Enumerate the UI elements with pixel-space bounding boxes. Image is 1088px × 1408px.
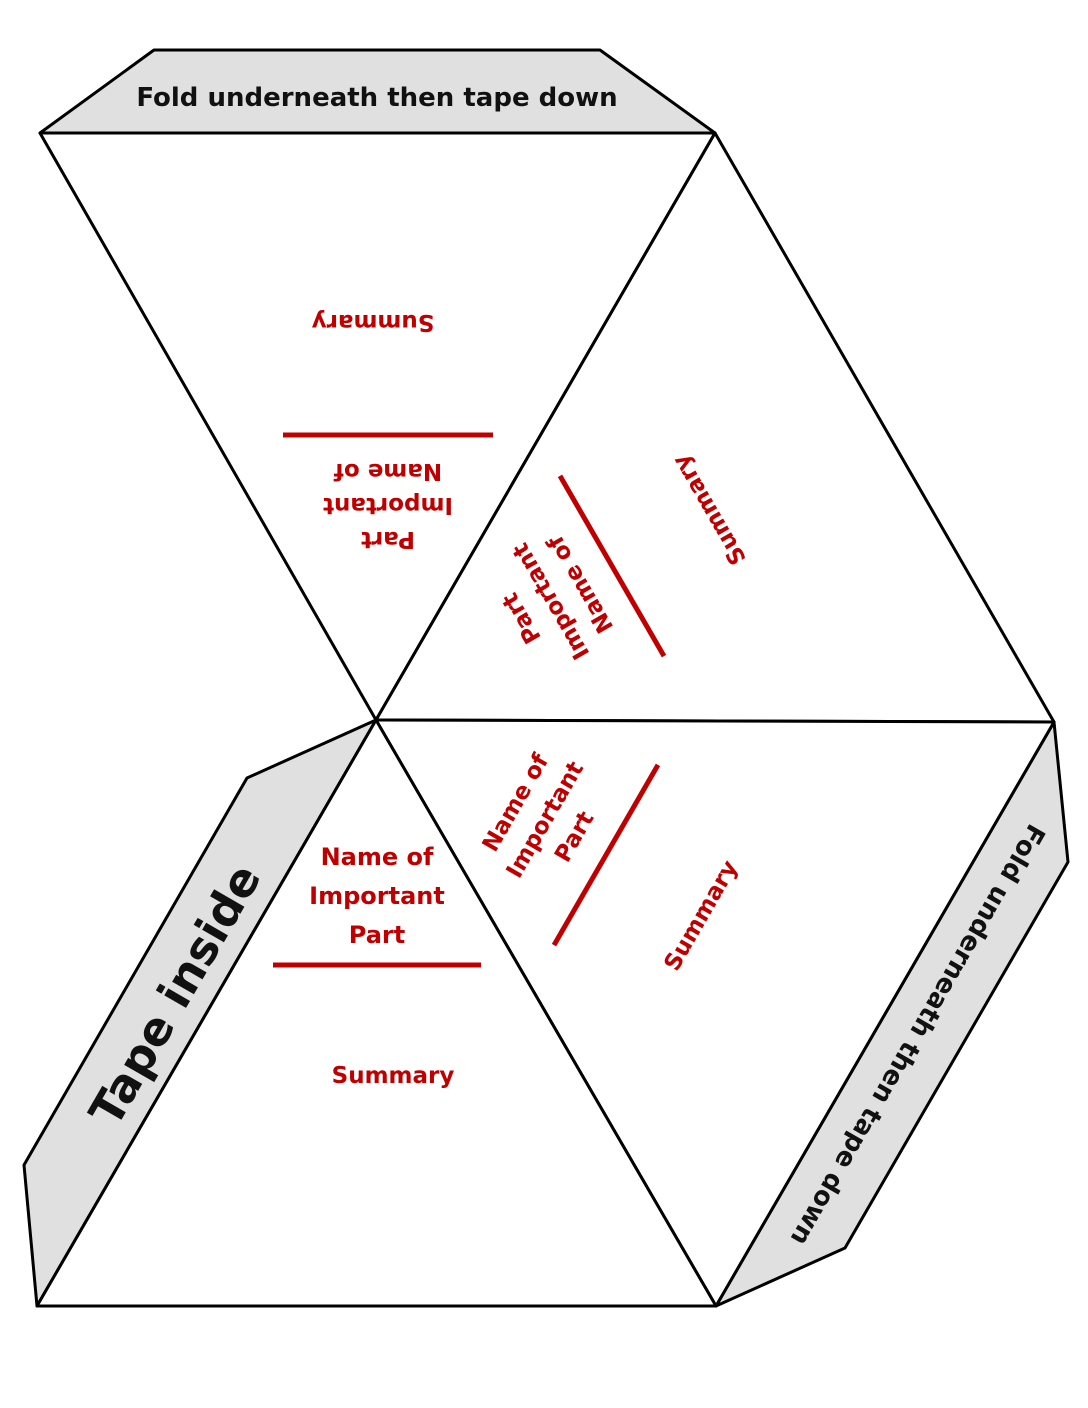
face-bottom-left bbox=[35, 718, 718, 1308]
top-tab-text: Fold underneath then tape down bbox=[136, 83, 617, 113]
name-label-line-2: Important bbox=[323, 492, 453, 518]
name-label-line-2: Important bbox=[309, 882, 445, 910]
divider-line bbox=[551, 763, 661, 947]
name-label-line-3: Part bbox=[361, 526, 415, 552]
face-bottom-left-labels: Name of Important Part Summary bbox=[273, 843, 481, 1089]
name-label-line-1: Name of bbox=[333, 458, 442, 484]
summary-label: Summary bbox=[312, 309, 435, 335]
name-label-line-3: Part bbox=[349, 921, 405, 949]
face-top-left-labels: Summary Name of Important Part bbox=[283, 309, 493, 552]
divider-line bbox=[557, 474, 667, 658]
summary-label: Summary bbox=[332, 1063, 455, 1089]
name-label-line-1: Name of bbox=[321, 843, 434, 871]
